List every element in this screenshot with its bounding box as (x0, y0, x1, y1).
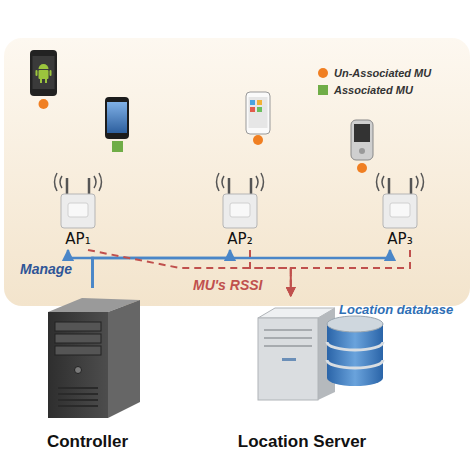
database-label: Location database (339, 302, 453, 317)
antenna (228, 178, 231, 196)
phone-screen (33, 56, 55, 89)
node-label: Location Server (238, 432, 367, 458)
unassociated-marker (357, 163, 367, 173)
android-body (39, 70, 49, 79)
phone-body (351, 120, 373, 160)
database-top (327, 316, 383, 332)
legend-swatch (318, 85, 328, 95)
phone-screen (249, 97, 268, 128)
ap-panel (230, 203, 250, 217)
antenna (88, 178, 91, 196)
android-leg (40, 79, 42, 83)
android-head (39, 64, 49, 69)
drive-bay (55, 346, 101, 355)
node-label: AP₃ (387, 230, 412, 250)
app-icon (250, 107, 255, 112)
legend-text: Un-Associated MU (334, 67, 431, 79)
unassociated-marker (39, 99, 49, 109)
rssi-link (291, 250, 410, 296)
ap-box (223, 194, 257, 228)
black-phone (105, 97, 129, 139)
access-point: AP₁ (53, 178, 103, 250)
android-phone (30, 50, 57, 96)
location-server-box (258, 308, 335, 400)
antenna (66, 178, 69, 196)
access-point-device (55, 173, 102, 228)
access-point: AP₂ (215, 178, 265, 250)
database-body (327, 324, 383, 386)
phone-screen (354, 124, 370, 142)
app-icon (250, 100, 255, 105)
location-server-node: Location Server (222, 296, 382, 458)
tower-front (48, 312, 108, 418)
ap-panel (68, 203, 88, 217)
wifi-waves (377, 173, 424, 191)
access-point-device (377, 173, 424, 228)
drive-bay (55, 334, 101, 343)
antenna (388, 178, 391, 196)
node-label: Controller (47, 432, 128, 458)
app-icon (257, 107, 262, 112)
android-arm (36, 70, 38, 76)
app-icon (257, 100, 262, 105)
server-front (258, 318, 318, 400)
legend-entry: Un-Associated MU (318, 67, 431, 79)
antenna (250, 178, 253, 196)
drive-bay (55, 322, 101, 331)
rssi-link (88, 250, 291, 296)
phone-body (105, 97, 129, 139)
legend-text: Associated MU (334, 84, 413, 96)
unassociated-marker (253, 135, 263, 145)
ap-panel (390, 203, 410, 217)
access-point: AP₃ (375, 178, 425, 250)
tower-side (108, 300, 140, 418)
phone-button (359, 148, 365, 154)
associated-marker (112, 141, 123, 152)
edge-label: MU's RSSI (193, 277, 262, 293)
legend-entry: Associated MU (318, 84, 413, 96)
edge-label: Manage (20, 261, 72, 277)
phone-screen (107, 102, 127, 133)
wifi-waves (217, 173, 264, 191)
ap-box (61, 194, 95, 228)
controller-node: Controller (25, 288, 150, 458)
legend-swatch (318, 68, 328, 78)
database-rings (327, 342, 383, 368)
android-arm (50, 70, 52, 76)
node-label: AP₂ (227, 230, 252, 250)
node-label: AP₁ (65, 230, 90, 250)
power-button (75, 367, 82, 374)
ap-box (383, 194, 417, 228)
white-phone (246, 92, 270, 134)
grey-phone (351, 120, 373, 160)
wifi-waves (55, 173, 102, 191)
tower-vents (58, 388, 98, 406)
database-cylinder (327, 316, 383, 386)
access-point-device (217, 173, 264, 228)
phone-body (30, 50, 57, 96)
server-light (282, 358, 296, 361)
server-slots (264, 330, 312, 346)
controller-tower (48, 298, 140, 418)
background-panel (4, 38, 470, 306)
android-leg (45, 79, 47, 83)
antenna (410, 178, 413, 196)
phone-body (246, 92, 270, 134)
